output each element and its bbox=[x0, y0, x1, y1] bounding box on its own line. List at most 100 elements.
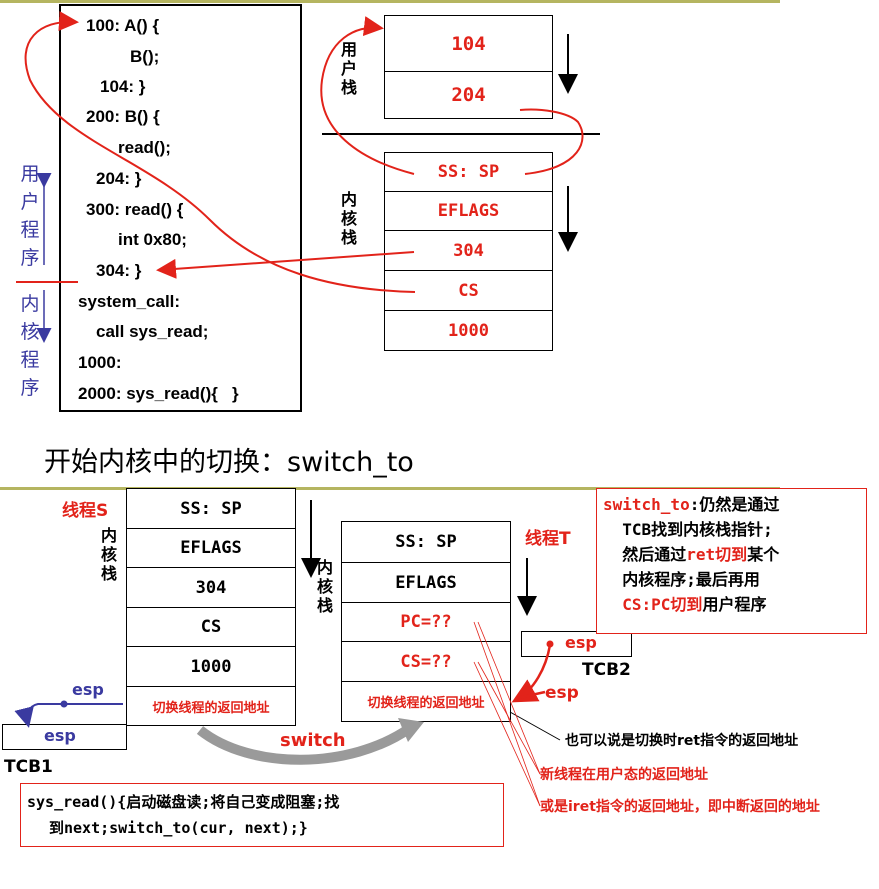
stack-separator bbox=[322, 133, 600, 135]
note-segment: 内核程序;最后再用 bbox=[603, 570, 760, 589]
thread-s-cell-1000: 1000 bbox=[126, 646, 296, 687]
thread-s-cell-304: 304 bbox=[126, 567, 296, 608]
top-rule bbox=[0, 0, 780, 3]
tcb2-esp-box bbox=[521, 631, 632, 657]
mid-rule bbox=[0, 487, 780, 490]
thread-s-stack-label: 内核栈 bbox=[100, 526, 118, 583]
label-char: 栈 bbox=[340, 228, 357, 247]
label-char: 核 bbox=[20, 321, 40, 343]
thread-t-esp-arrow-label: esp bbox=[545, 683, 579, 703]
note-line: TCB找到内核栈指针; bbox=[603, 517, 866, 542]
code-line: 104: } bbox=[100, 77, 146, 96]
note-line: 内核程序;最后再用 bbox=[603, 567, 866, 592]
sssp-to-user-stack bbox=[320, 16, 415, 175]
label-char: 户 bbox=[20, 191, 40, 213]
note-segment: ret切到 bbox=[686, 545, 748, 564]
label-char: 核 bbox=[316, 577, 333, 596]
label-char: 用 bbox=[340, 40, 357, 59]
pc-leader-2 bbox=[473, 621, 541, 807]
return-to-304-arrow bbox=[156, 251, 415, 279]
ret-note: 也可以说是切换时ret指令的返回地址 bbox=[565, 733, 799, 749]
section-title: 开始内核中的切换：switch_to bbox=[44, 447, 414, 478]
kernel-stack-cell-304: 304 bbox=[384, 230, 553, 271]
thread-s-cell-sssp: SS: SP bbox=[126, 488, 296, 529]
label-char: 内 bbox=[340, 190, 357, 209]
label-char: 内 bbox=[100, 526, 117, 545]
code-line: 300: read() { bbox=[86, 200, 184, 219]
thread-s-cell-eflags: EFLAGS bbox=[126, 528, 296, 568]
user-program-label: 用户程序 bbox=[18, 160, 42, 272]
kernel-stack-cell-cs: CS bbox=[384, 270, 553, 311]
user-return-note: 新线程在用户态的返回地址 bbox=[540, 767, 708, 783]
thread-t-cell-sssp: SS: SP bbox=[341, 521, 511, 563]
label-char: 户 bbox=[340, 59, 357, 78]
sys-read-line2: 到next;switch_to(cur, next);} bbox=[49, 819, 308, 837]
label-char: 程 bbox=[20, 349, 40, 371]
note-segment: :仍然是通过 bbox=[689, 495, 780, 514]
note-segment: 然后通过 bbox=[603, 545, 687, 564]
user-stack-cell-204: 204 bbox=[384, 71, 553, 119]
label-char: 栈 bbox=[340, 78, 357, 97]
thread-t-cell-pc: PC=?? bbox=[341, 602, 511, 642]
label-char: 栈 bbox=[100, 564, 117, 583]
user-stack-label: 用户栈 bbox=[340, 40, 358, 97]
label-char: 核 bbox=[340, 209, 357, 228]
kernel-stack-cell-eflags: EFLAGS bbox=[384, 191, 553, 231]
note-segment: switch_to bbox=[603, 495, 690, 514]
note-line: 然后通过ret切到某个 bbox=[603, 542, 866, 567]
ret-note-leader bbox=[509, 711, 561, 741]
code-line: 304: } bbox=[96, 261, 142, 280]
code-line: 204: } bbox=[96, 169, 142, 188]
kernel-stack-cell-1000: 1000 bbox=[384, 310, 553, 351]
tcb1-esp-box bbox=[2, 724, 127, 750]
thread-t-return-addr: 切换线程的返回地址 bbox=[341, 681, 511, 722]
tcb2-esp-label: esp bbox=[565, 633, 597, 652]
tcb1-name: TCB1 bbox=[4, 757, 53, 777]
kernel-stack-cell-sssp: SS: SP bbox=[384, 152, 553, 192]
note-lines: switch_to:仍然是通过 TCB找到内核栈指针; 然后通过ret切到某个 … bbox=[603, 492, 866, 617]
note-line: CS:PC切到用户程序 bbox=[603, 592, 866, 617]
note-segment: CS:PC切到 bbox=[603, 595, 703, 614]
code-line: read(); bbox=[118, 138, 171, 157]
cs-leader-2 bbox=[473, 661, 541, 807]
code-line: 200: B() { bbox=[86, 107, 160, 126]
thread-t-esp-short bbox=[517, 690, 546, 700]
note-line: switch_to:仍然是通过 bbox=[603, 492, 866, 517]
switch-label: switch bbox=[280, 730, 346, 751]
boundary-arrow bbox=[16, 173, 78, 343]
note-segment: TCB找到内核栈指针; bbox=[603, 520, 773, 539]
label-char: 核 bbox=[100, 545, 117, 564]
thread-t-cell-eflags: EFLAGS bbox=[341, 562, 511, 603]
tcb2-name: TCB2 bbox=[582, 660, 631, 680]
code-line: 2000: sys_read(){ } bbox=[78, 384, 239, 403]
note-segment: 某个 bbox=[747, 545, 780, 564]
kernel-stack-label: 内核栈 bbox=[340, 190, 358, 247]
sys-read-box: sys_read(){启动磁盘读;将自己变成阻塞;找 到next;switch_… bbox=[20, 783, 504, 847]
code-listing bbox=[59, 4, 302, 412]
thread-t-name: 线程T bbox=[525, 529, 571, 549]
switch-to-note: switch_to:仍然是通过 TCB找到内核栈指针; 然后通过ret切到某个 … bbox=[596, 488, 867, 634]
code-line: 1000: bbox=[78, 353, 122, 372]
label-char: 内 bbox=[20, 293, 40, 315]
switch-arrow bbox=[196, 723, 413, 765]
sssp-right-curve bbox=[519, 108, 584, 175]
note-segment: 用户程序 bbox=[702, 595, 767, 614]
label-char: 用 bbox=[20, 163, 40, 185]
label-char: 序 bbox=[20, 377, 40, 399]
kernel-program-label: 内核程序 bbox=[18, 290, 42, 402]
sys-read-line1: sys_read(){启动磁盘读;将自己变成阻塞;找 bbox=[27, 793, 340, 811]
pc-leader-1 bbox=[477, 621, 541, 775]
label-char: 程 bbox=[20, 219, 40, 241]
thread-s-return-addr: 切换线程的返回地址 bbox=[126, 686, 296, 726]
thread-s-esp-arrow bbox=[14, 703, 123, 728]
code-line: system_call: bbox=[78, 292, 181, 311]
code-line: int 0x80; bbox=[118, 230, 187, 249]
thread-s-esp-arrow-label: esp bbox=[72, 680, 104, 699]
user-stack-cell-104: 104 bbox=[384, 15, 553, 72]
code-line: call sys_read; bbox=[96, 322, 209, 341]
thread-s-cell-cs: CS bbox=[126, 607, 296, 647]
cs-leader-1 bbox=[477, 661, 541, 775]
iret-note: 或是iret指令的返回地址，即中断返回的地址 bbox=[540, 799, 820, 815]
